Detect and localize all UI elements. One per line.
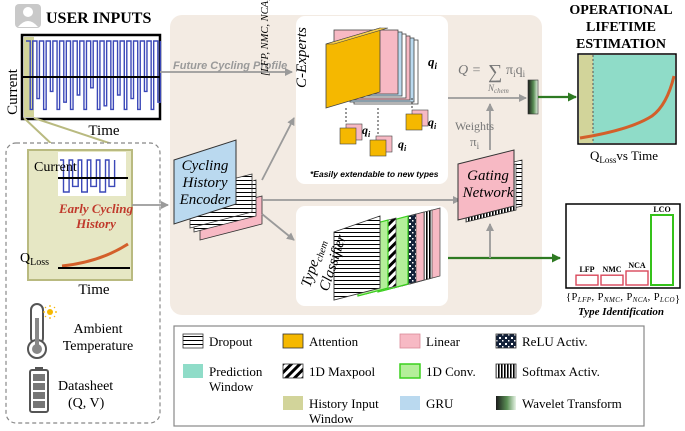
legend-label-dropout: Dropout (209, 334, 253, 349)
type-bar-label-nmc: NMC (602, 265, 621, 274)
legend-label-softmax: Softmax Activ. (522, 364, 600, 379)
current-signal-trace (26, 40, 162, 111)
encoder-to-experts-arrow (261, 117, 295, 181)
weights-label: Weights (455, 119, 494, 133)
user-icon (15, 4, 41, 28)
experts-types-label: [LFP, NMC, NCA, LCO] (260, 0, 271, 76)
legend-label-wavelet: Wavelet Transform (522, 396, 622, 411)
encoder-stack (173, 139, 263, 241)
legend-label-linear: Linear (426, 334, 461, 349)
mixture-formula: Q = ∑ Nchem πiqi (458, 61, 526, 95)
future-profile-label: Future Cycling Profile (173, 60, 287, 72)
legend-swatch-gru (400, 396, 420, 410)
legend-swatch-relu (495, 333, 517, 349)
history-window-region (579, 55, 593, 143)
current-axis-label: Current (5, 68, 21, 115)
user-inputs-title: USER INPUTS (46, 10, 151, 27)
legend-label-conv: 1D Conv. (426, 364, 476, 379)
type-bar-label-lfp: LFP (579, 265, 594, 274)
zoom-current-label: Current (34, 160, 77, 175)
ambient-line2: Temperature (63, 339, 134, 354)
legend-label-history: History Input (309, 396, 379, 411)
legend-label-maxpool: 1D Maxpool (309, 364, 375, 379)
type-id-bars: LFP NMC NCA LCO (575, 205, 674, 286)
svg-text:∑: ∑ (488, 61, 502, 83)
datasheet-line2: (Q, V) (68, 396, 105, 411)
extendable-note: *Easily extendable to new types (310, 169, 439, 179)
gating-line1: Gating (467, 168, 509, 184)
prediction-window-region (593, 55, 675, 143)
lifetime-chart (577, 53, 677, 145)
legend-swatch-conv (399, 363, 421, 379)
encoder-to-classifier-arrow (261, 213, 295, 241)
weights-symbol: πi (470, 134, 480, 151)
gating-line2: Network (462, 185, 514, 201)
type-id-title: Type Identification (578, 306, 664, 318)
encoder-line3: Encoder (179, 192, 231, 208)
experts-layer-stack (325, 27, 419, 109)
qloss-label: QLoss (20, 251, 49, 268)
expert-output-main: qi (428, 54, 438, 71)
classifier-layer-stack (333, 207, 441, 301)
legend-swatch-softmax (495, 363, 517, 379)
encoder-line1: Cycling (182, 158, 229, 174)
gating-stack (457, 149, 523, 223)
output-title-line1: OPERATIONAL (569, 3, 672, 18)
legend-swatch-history (283, 396, 303, 410)
early-cycling-line1: Early Cycling (58, 201, 134, 216)
legend-label-relu: ReLU Activ. (522, 334, 588, 349)
expert-output-1: qi (362, 123, 371, 139)
type-bar-nca (625, 270, 649, 286)
early-cycling-line2: History (75, 216, 116, 231)
svg-text:πiqi: πiqi (506, 63, 526, 79)
legend-swatch-dropout (182, 333, 204, 349)
legend-label-prediction: Window (209, 379, 254, 394)
legend-swatch-wavelet (496, 396, 516, 410)
datasheet-line1: Datasheet (58, 379, 113, 394)
legend-items: Dropout Attention Linear ReLU Activ. Predict… (182, 333, 622, 426)
early-qloss-curve (61, 242, 129, 268)
svg-text:Q =: Q = (458, 63, 481, 78)
svg-text:Nchem: Nchem (487, 83, 509, 95)
type-bar-nmc (600, 274, 624, 286)
expert-output-2: qi (398, 137, 407, 153)
legend-swatch-prediction (183, 364, 203, 378)
output-title-line2: LIFETIME (586, 20, 656, 35)
legend-label-attention: Attention (309, 334, 359, 349)
legend-label-prediction: Prediction (209, 364, 263, 379)
qloss-prediction-curve (579, 75, 676, 140)
legend-swatch-maxpool (282, 363, 304, 379)
mini-expert-block-2 (369, 135, 393, 157)
type-bar-label-lco: LCO (653, 205, 670, 214)
output-title-line3: ESTIMATION (576, 37, 666, 52)
ambient-line1: Ambient (74, 322, 123, 337)
mini-expert-block-1 (339, 123, 363, 145)
type-bar-lfp (575, 274, 599, 286)
user-inputs-panel: USER INPUTS Current Time Current Early C… (5, 4, 162, 424)
encoder-line2: History (182, 175, 228, 191)
expert-output-3: qi (428, 115, 437, 131)
legend-swatch-linear (399, 333, 421, 349)
legend-label-gru: GRU (426, 396, 454, 411)
lifetime-chart-label: QLossvs Time (590, 148, 658, 165)
zoom-current-trace (60, 159, 116, 193)
wavelet-transform-block (527, 79, 539, 115)
zoom-time-label: Time (78, 282, 109, 298)
time-axis-label: Time (88, 123, 119, 139)
mini-expert-block-3 (405, 109, 429, 131)
type-bar-lco (650, 214, 674, 286)
legend-label-history: Window (309, 411, 354, 426)
type-bar-label-nca: NCA (628, 261, 646, 270)
thermometer-icon (27, 303, 57, 359)
battery-icon (29, 367, 49, 413)
legend-swatch-attention (282, 333, 304, 349)
type-id-axis-labels: {PLFP, PNMC, PNCA, PLCO} (566, 292, 680, 305)
experts-title: C-Experts (294, 27, 310, 88)
